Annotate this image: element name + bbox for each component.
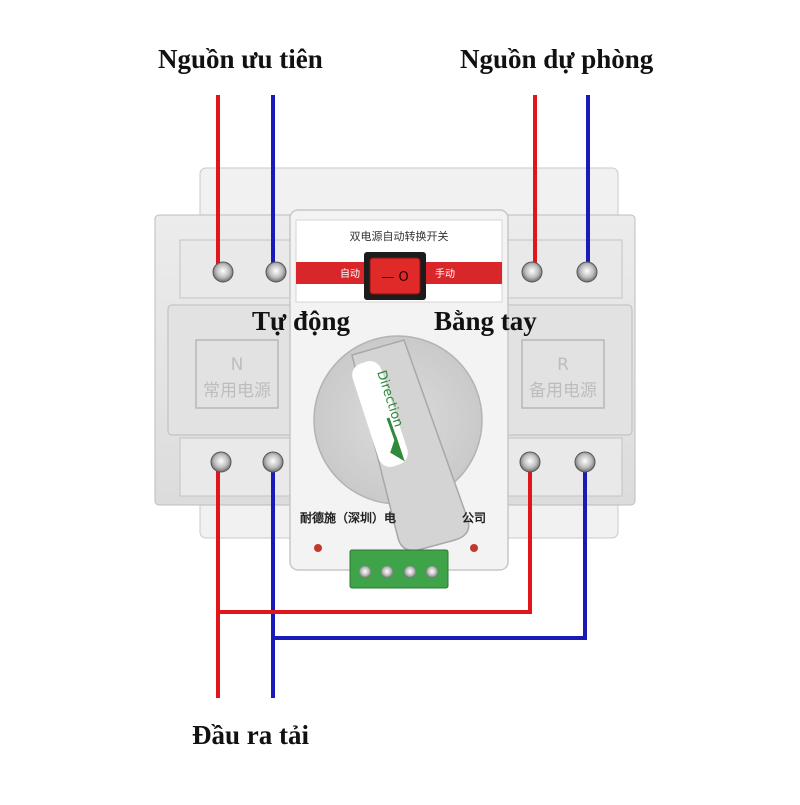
rocker-symbols: — O [381,270,408,285]
control-terminal-screw [426,566,438,578]
rocker-manual-label: 手动 [435,267,455,280]
right-module-letter: R [557,355,569,375]
backup-source-label: Nguồn dự phòng [460,44,654,74]
terminal-screw [574,451,596,473]
control-terminal-screw [381,566,393,578]
control-terminal-screw [359,566,371,578]
left-indicator-led [314,544,322,552]
device-title: 双电源自动转换开关 [350,229,449,243]
maker-text: 耐德施（深圳）电 [300,510,396,525]
right-indicator-led [470,544,478,552]
auto-mode-label: Tự động [252,306,350,336]
rocker-switch[interactable] [369,257,421,295]
load-output-label: Đầu ra tải [192,720,309,750]
neutral-bridge-wire [273,462,587,640]
selector-handle[interactable]: Direction [349,339,470,552]
maker-suffix: 公司 [462,511,486,525]
left-module-text: 常用电源 [203,381,271,401]
manual-mode-label: Bằng tay [434,306,537,336]
terminal-screw [210,451,232,473]
terminal-screw [212,261,234,283]
primary-source-label: Nguồn ưu tiên [158,44,323,74]
terminal-screw [521,261,543,283]
right-module-plate [521,339,605,409]
terminal-screw [576,261,598,283]
control-terminal-screw [404,566,416,578]
terminal-screws [210,261,598,473]
right-module-text: 备用电源 [529,381,597,401]
terminal-screw [519,451,541,473]
live-bridge-wire [218,462,532,614]
terminal-screw [265,261,287,283]
direction-arrow-icon [386,417,405,462]
rocker-auto-label: 自动 [340,267,360,280]
control-terminal-block [349,549,449,589]
terminal-screw [262,451,284,473]
left-module-plate [195,339,279,409]
left-module-letter: N [231,355,244,375]
